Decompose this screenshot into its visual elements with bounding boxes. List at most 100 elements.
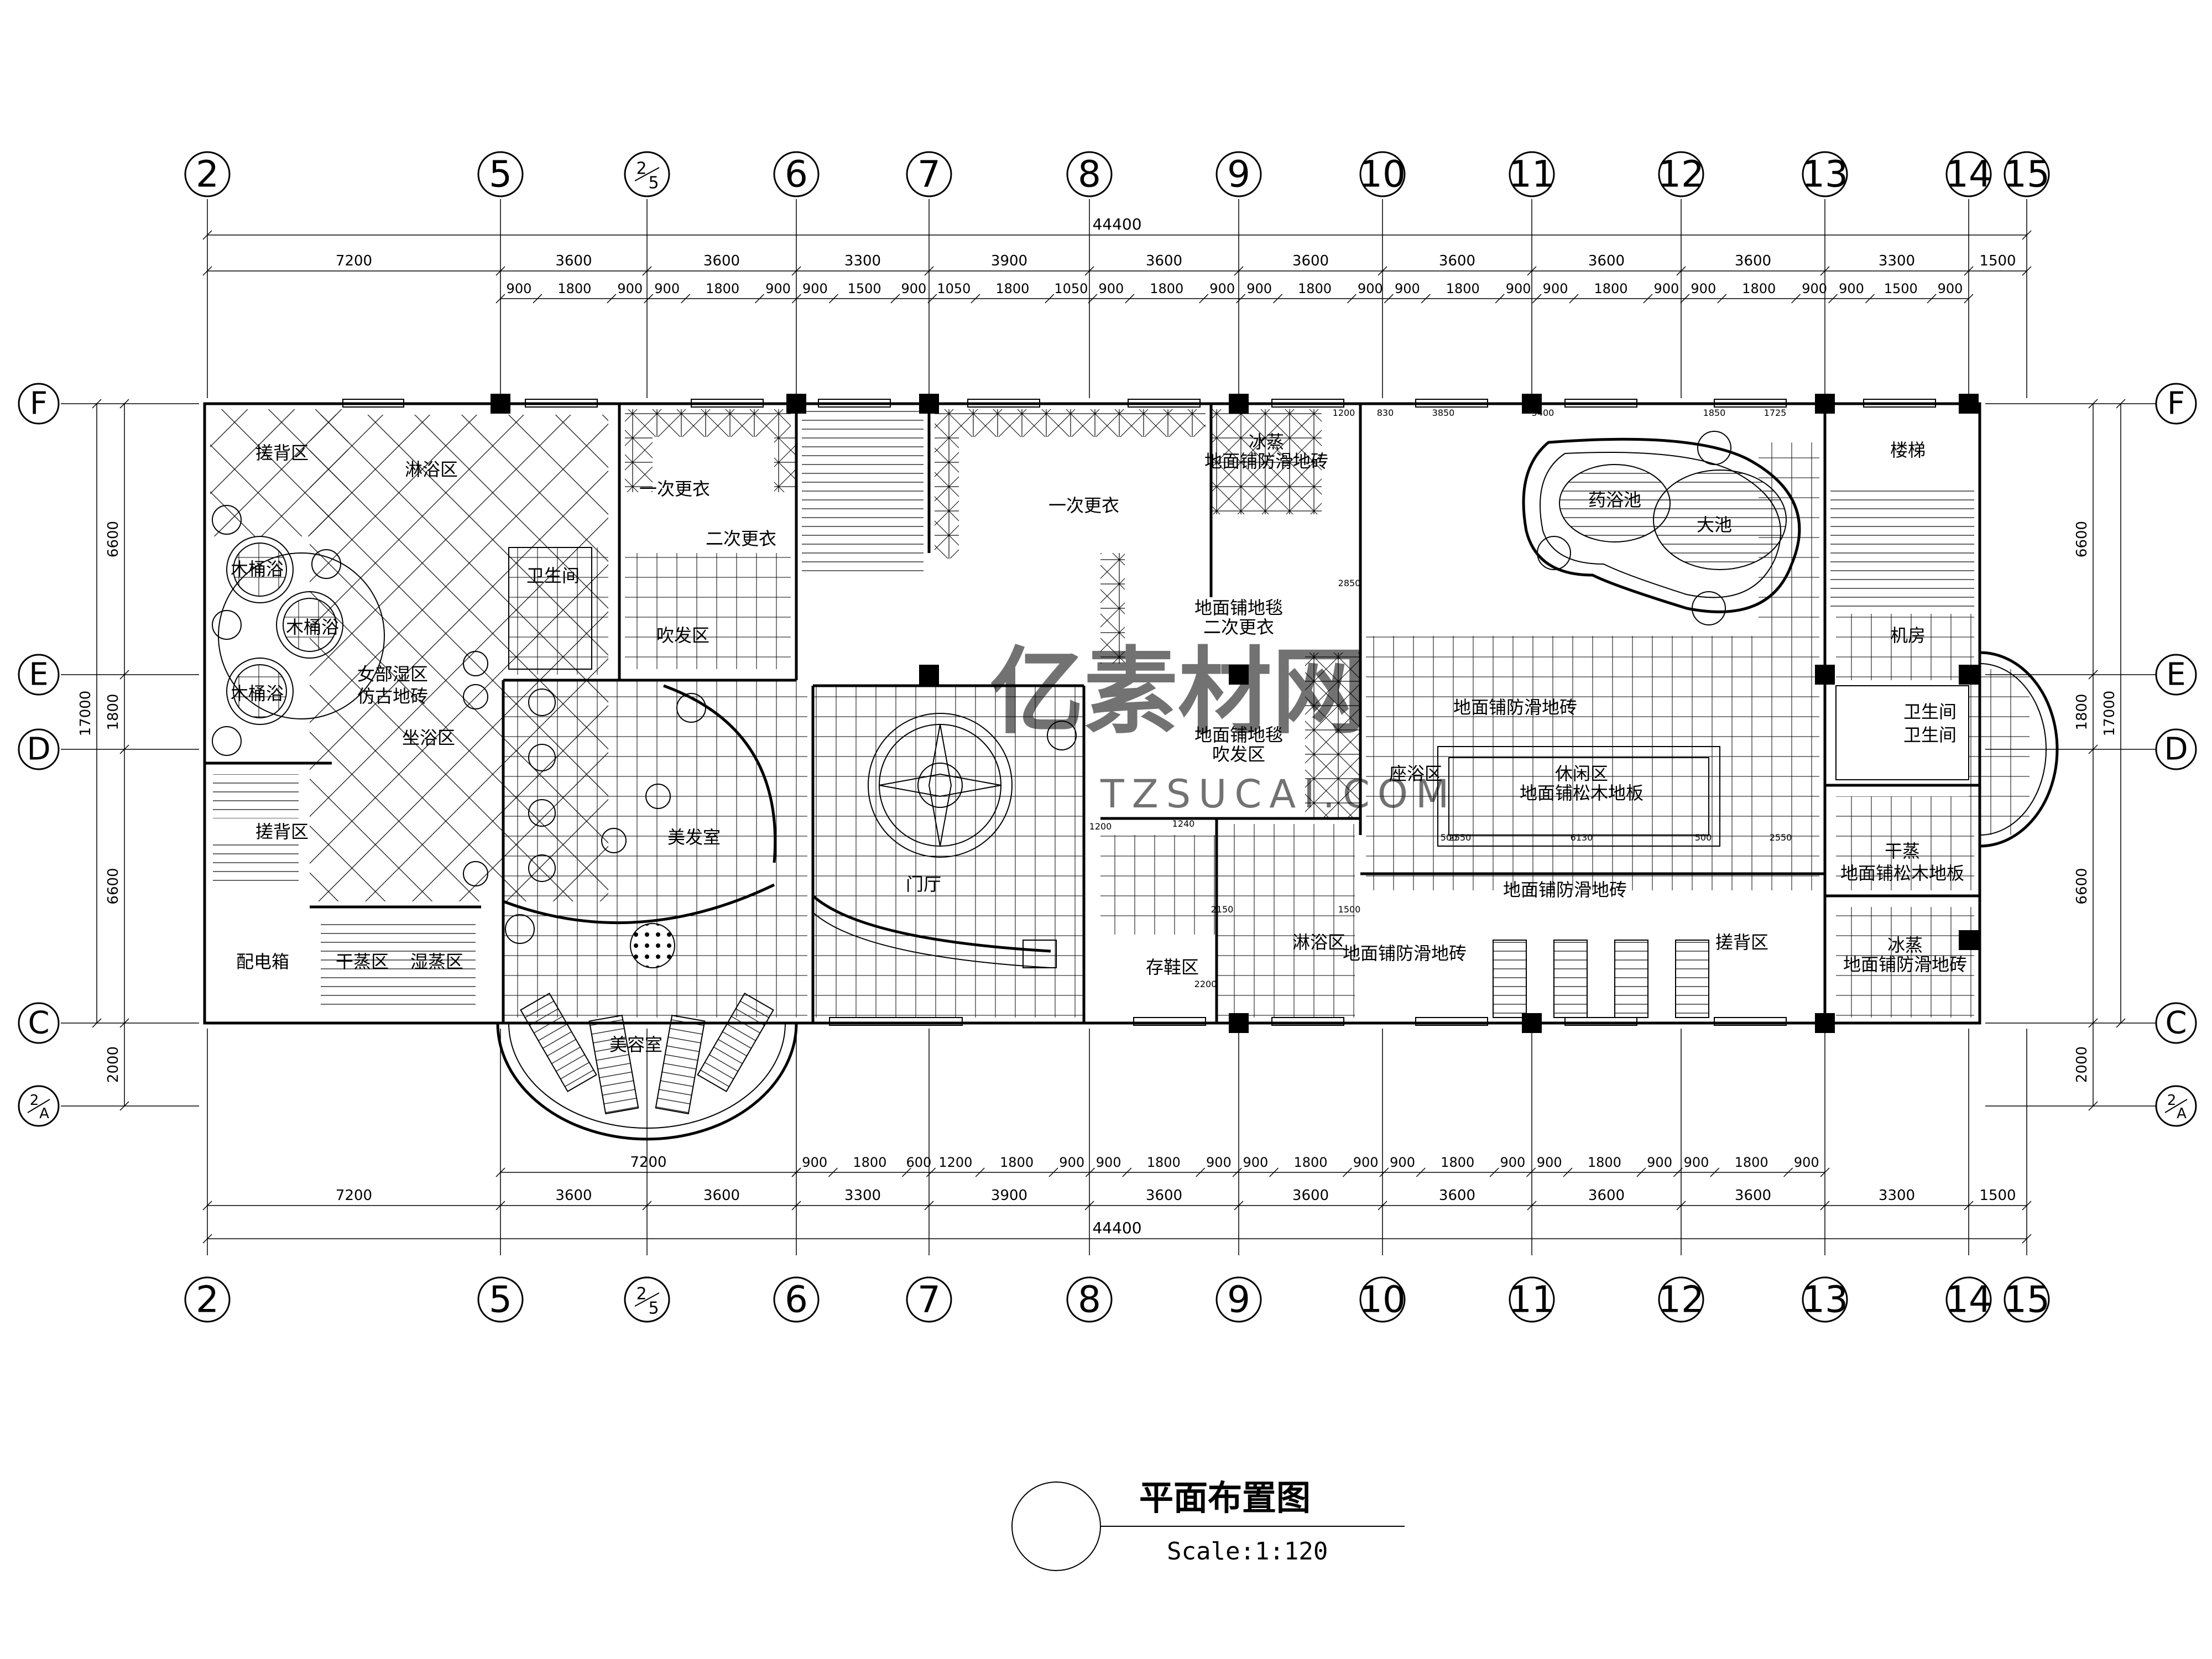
axis-bubble-label: 11	[1509, 153, 1555, 196]
axis-bubble-den: 5	[648, 1299, 659, 1318]
axis-bubble-row: E	[18, 654, 60, 696]
dim-tick	[2088, 1101, 2098, 1111]
dim-tick	[1269, 1167, 1279, 1177]
dim-tick	[1232, 1167, 1242, 1177]
dim-tick	[1084, 266, 1094, 276]
dim-tick	[1527, 1201, 1537, 1211]
dim-label: 1800	[1742, 281, 1776, 296]
structural-column	[1522, 1013, 1542, 1033]
axis-bubble-row: 2A	[2155, 1085, 2197, 1127]
axis-bubble-col: 14	[1945, 151, 1992, 197]
label-ice-steam-2: 冰蒸	[1887, 935, 1923, 956]
dim-tick	[1489, 1167, 1499, 1177]
dim-tick	[92, 399, 102, 409]
dim-tick	[1378, 266, 1387, 276]
dim-tick	[1717, 294, 1727, 304]
dim-label: 1800	[1150, 281, 1183, 296]
axis-bubble-col: 8	[1066, 151, 1113, 197]
dim-tick	[890, 294, 900, 304]
structural-columns	[491, 394, 1979, 1033]
label-antislip-5: 地面铺防滑地砖	[1843, 954, 1967, 975]
axis-bubble-label: 14	[1945, 153, 1992, 196]
structural-column	[786, 394, 806, 414]
dim-tick	[119, 1018, 129, 1028]
title-block: 平面布置图 Scale:1:120	[1011, 1478, 1405, 1571]
axis-bubble-label: 9	[1227, 1279, 1250, 1321]
interior-dim-label: 1850	[1703, 408, 1726, 418]
label-sitting-bath-2: 座浴区	[1389, 763, 1442, 784]
dim-tick	[2088, 744, 2098, 754]
dim-tick	[754, 294, 765, 304]
axis-bubble-col: 12	[1658, 1276, 1704, 1323]
axis-bubble-den: A	[2177, 1105, 2187, 1122]
label-hair-dry-2: 吹发区	[1212, 744, 1265, 765]
dim-label: 3600	[1292, 1187, 1329, 1204]
dim-label: 1500	[848, 281, 881, 296]
dim-tick	[1199, 294, 1209, 304]
label-antislip-1: 地面铺防滑地砖	[1204, 451, 1328, 472]
dim-label: 3900	[991, 253, 1027, 269]
dim-label: 1050	[937, 281, 971, 296]
dim-label: 17000	[77, 691, 94, 737]
dim-label: 900	[1802, 281, 1827, 296]
dim-tick	[1347, 294, 1357, 304]
watermark: 亿素材网 TZSUCAI.COM	[990, 638, 1449, 817]
dim-tick	[971, 294, 980, 304]
dim-label: 44400	[1092, 1219, 1141, 1237]
dim-label: 3600	[1146, 253, 1182, 269]
axis-bubble-label: 8	[1078, 153, 1101, 196]
dim-label: 6600	[105, 868, 122, 904]
dim-label: 900	[1209, 281, 1235, 296]
axis-bubble-label: 5	[489, 1279, 512, 1321]
dim-tick	[2022, 1201, 2032, 1211]
axis-bubble-col: 15	[2004, 1276, 2050, 1323]
axis-bubble-label: 10	[1359, 153, 1406, 196]
dim-tick	[495, 266, 505, 276]
dim-tick	[1384, 294, 1394, 304]
interior-dim-label: 830	[1377, 408, 1394, 418]
interior-dim-label: 2850	[1338, 578, 1361, 588]
dim-label: 3600	[1588, 253, 1625, 269]
dim-label: 900	[1684, 1155, 1709, 1170]
label-toilet-1: 卫生间	[526, 565, 580, 586]
interior-dim-label: 500	[1695, 832, 1712, 843]
dim-label: 1500	[1884, 281, 1918, 296]
dim-tick	[1379, 1167, 1389, 1177]
interior-dim-label: 5400	[1532, 408, 1554, 418]
label-back-scrub-1: 搓背区	[255, 442, 309, 463]
label-back-scrub-3: 搓背区	[1715, 932, 1768, 953]
interior-dim-label: 1200	[1333, 408, 1355, 418]
axis-bubble-col: 2	[184, 1276, 231, 1323]
label-pine-floor-2: 地面铺松木地板	[1840, 863, 1964, 884]
dim-label: 7200	[336, 253, 372, 269]
dim-label: 7200	[630, 1154, 666, 1171]
axis-bubble-row: D	[2155, 728, 2197, 770]
axis-bubble-col: 14	[1945, 1276, 1992, 1323]
dim-tick	[1710, 1167, 1720, 1177]
axis-bubble-col: 13	[1802, 1276, 1848, 1323]
interior-dim-label: 2550	[1770, 832, 1792, 843]
dim-label: 1800	[1594, 281, 1627, 296]
dim-tick	[1416, 1167, 1426, 1177]
dim-label: 1800	[853, 1155, 886, 1170]
dim-tick	[1673, 1167, 1683, 1177]
label-big-pool: 大池	[1697, 514, 1732, 535]
dim-label: 1800	[2074, 693, 2090, 730]
dim-tick	[1125, 294, 1135, 304]
dim-tick	[1964, 294, 1974, 304]
drawing-scale: Scale:1:120	[1167, 1537, 1328, 1566]
dim-label: 3600	[555, 253, 592, 269]
dim-label: 3300	[1879, 253, 1915, 269]
structural-column	[1815, 665, 1835, 685]
dim-label: 17000	[2101, 691, 2118, 737]
axis-bubble-label: 6	[785, 153, 808, 196]
dim-tick	[607, 294, 617, 304]
dim-label: 900	[1691, 281, 1716, 296]
dim-label: 3600	[1735, 1187, 1771, 1204]
dim-label: 900	[802, 1155, 827, 1170]
label-wooden-tub-2: 木桶浴	[286, 617, 339, 638]
axis-bubble-num: 2	[636, 1285, 646, 1304]
dim-label: 1800	[706, 281, 739, 296]
label-wooden-tub-1: 木桶浴	[231, 559, 284, 580]
